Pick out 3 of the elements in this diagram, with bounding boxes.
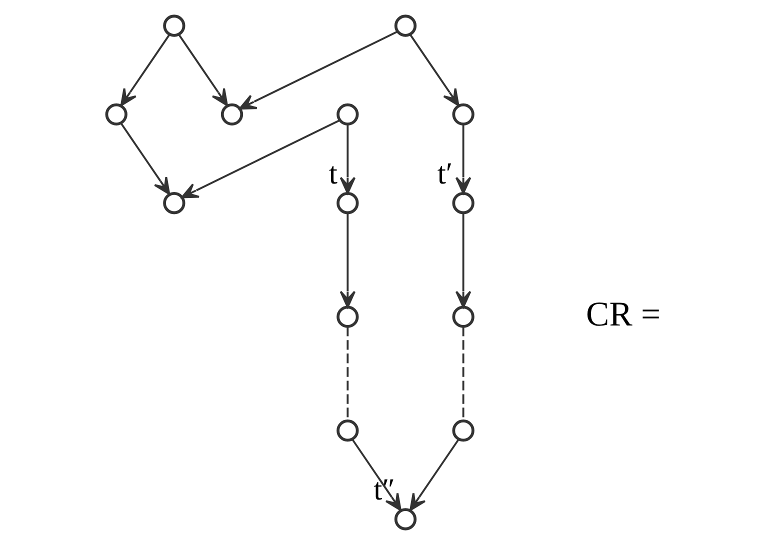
node-label: t′ bbox=[437, 156, 453, 190]
node-label: t bbox=[328, 156, 338, 190]
label: CR = bbox=[586, 294, 661, 334]
